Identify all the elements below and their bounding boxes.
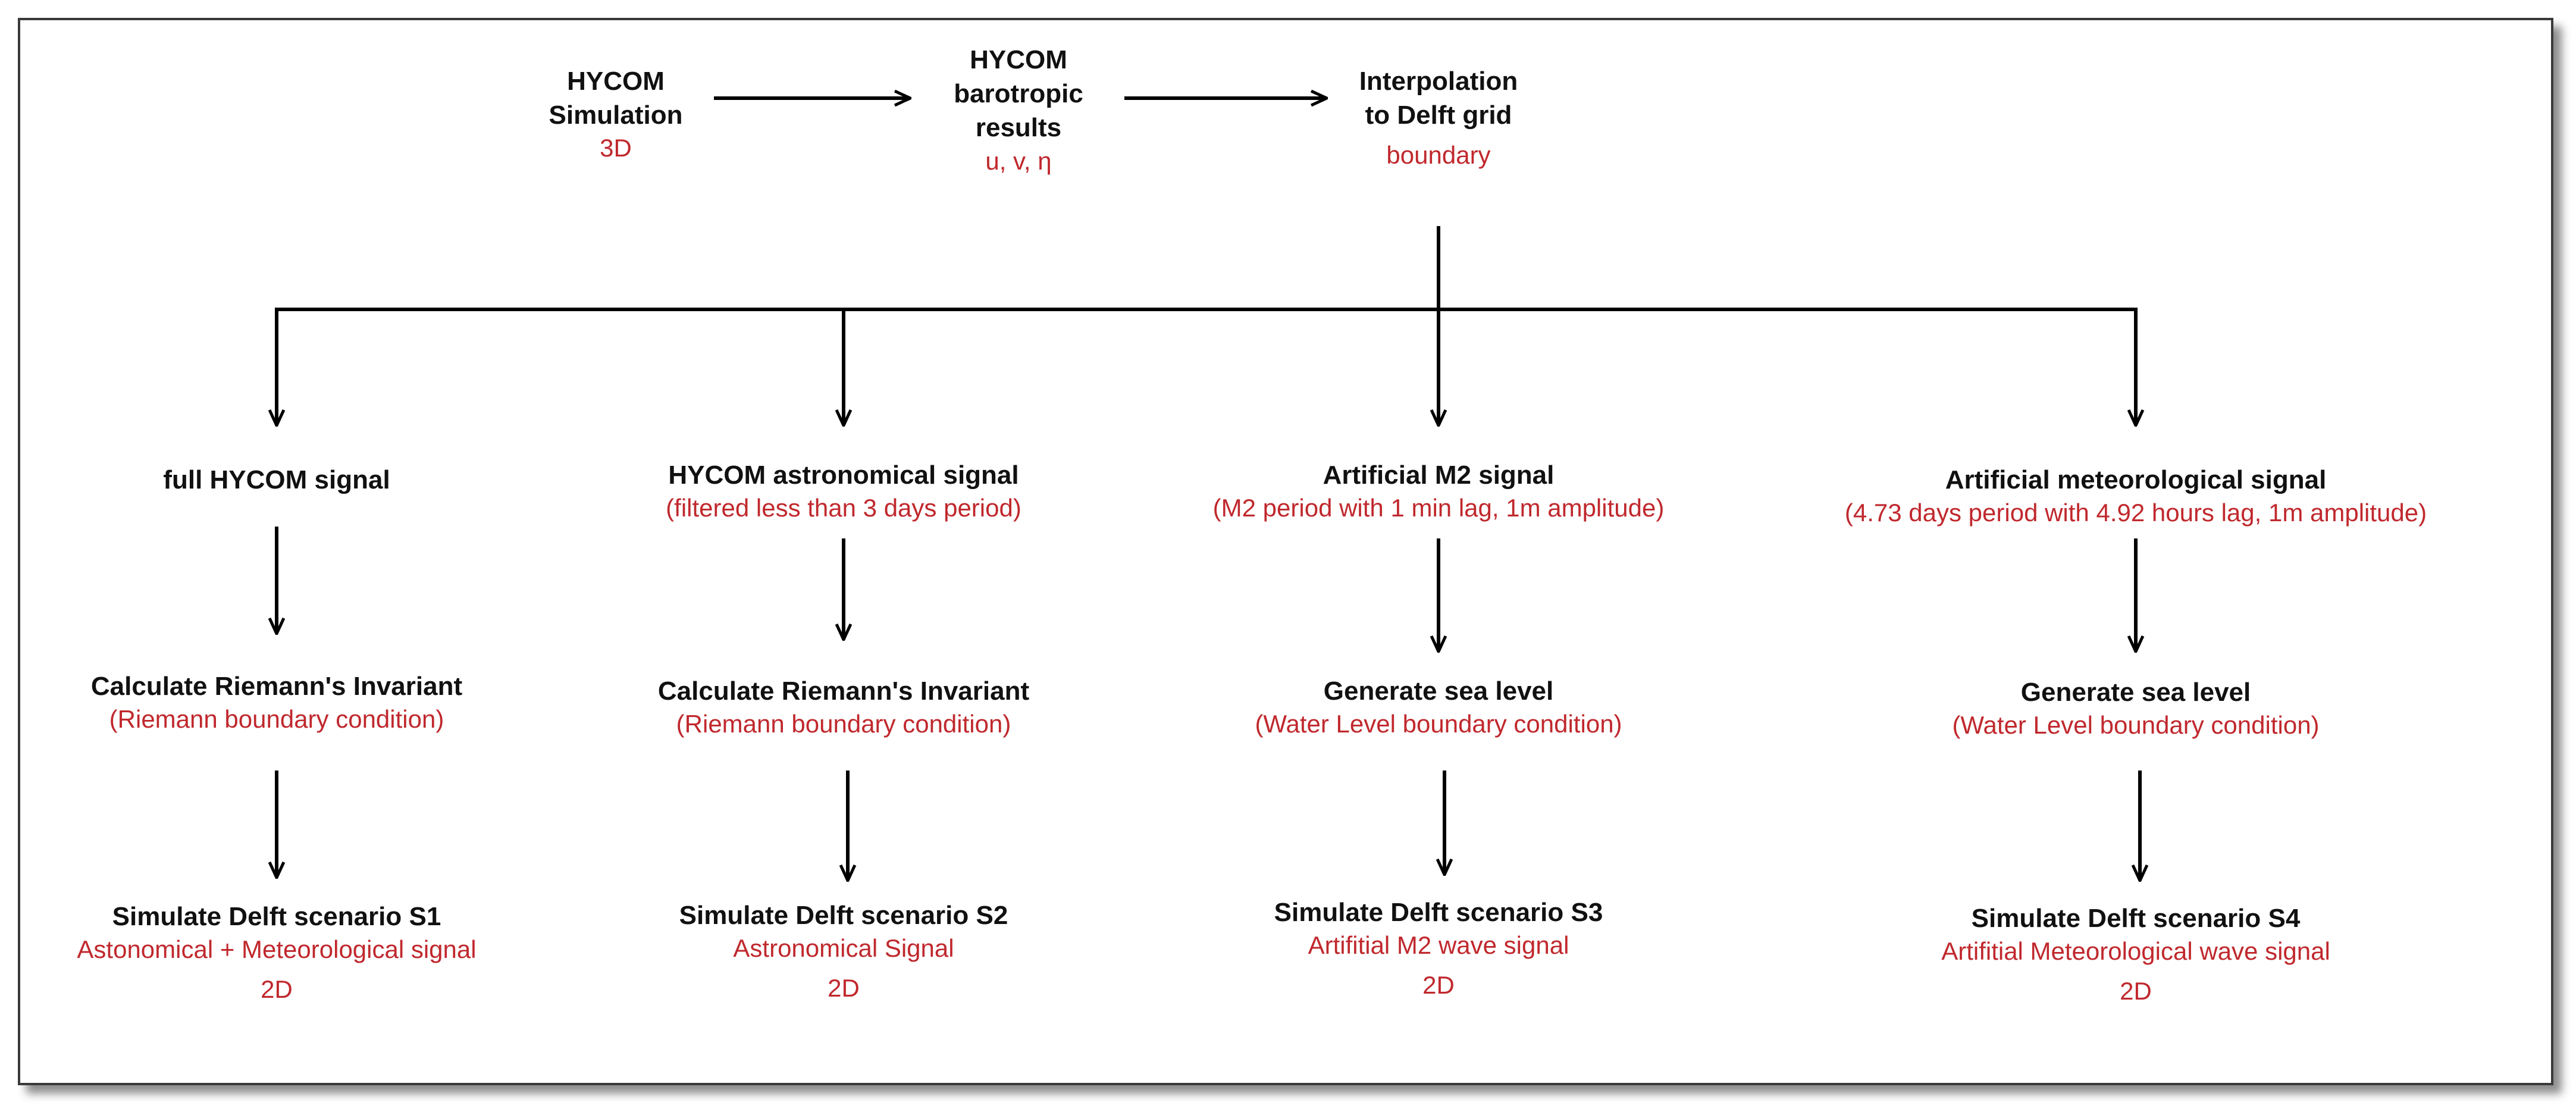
- node-signal-s2: HYCOM astronomical signal (filtered less…: [666, 458, 1021, 525]
- node-scenario-s2-title: Simulate Delft scenario S2: [679, 901, 1008, 930]
- node-hycom-simulation-line2: Simulation: [549, 101, 683, 130]
- node-hycom-barotropic: HYCOM barotropic results u, v, η: [954, 43, 1083, 177]
- node-scenario-s2-sub: Astronomical Signal: [733, 934, 954, 963]
- node-signal-s1: full HYCOM signal: [163, 463, 390, 497]
- branch-bar: [275, 308, 2138, 425]
- node-scenario-s3-sub: Artifitial M2 wave signal: [1308, 931, 1569, 960]
- node-scenario-s4-title: Simulate Delft scenario S4: [1971, 904, 2301, 933]
- node-process-s3-sub: (Water Level boundary condition): [1255, 710, 1622, 738]
- node-hycom-simulation-line1: HYCOM: [567, 67, 665, 96]
- node-hycom-barotropic-line2: barotropic: [954, 79, 1083, 109]
- node-scenario-s3-dim: 2D: [1422, 970, 1455, 999]
- node-scenario-s1-dim: 2D: [261, 975, 293, 1003]
- node-signal-s3-sub: (M2 period with 1 min lag, 1m amplitude): [1212, 494, 1665, 522]
- node-process-s2-title: Calculate Riemann's Invariant: [657, 676, 1030, 706]
- node-hycom-barotropic-line3: results: [975, 113, 1062, 143]
- node-signal-s2-sub: (filtered less than 3 days period): [666, 494, 1021, 522]
- node-process-s2: Calculate Riemann's Invariant (Riemann b…: [658, 674, 1029, 741]
- node-scenario-s1: Simulate Delft scenario S1 Astonomical +…: [77, 900, 476, 1006]
- node-scenario-s1-sub: Astonomical + Meteorological signal: [77, 935, 477, 964]
- node-process-s3-title: Generate sea level: [1323, 676, 1554, 706]
- node-interpolation-line2: to Delft grid: [1365, 101, 1512, 130]
- node-process-s1: Calculate Riemann's Invariant (Riemann b…: [91, 669, 462, 736]
- node-process-s1-sub: (Riemann boundary condition): [109, 705, 444, 734]
- node-scenario-s1-title: Simulate Delft scenario S1: [112, 902, 441, 931]
- node-signal-s3-title: Artificial M2 signal: [1323, 461, 1555, 490]
- node-scenario-s4-sub: Artifitial Meteorological wave signal: [1941, 937, 2330, 966]
- node-signal-s4-sub: (4.73 days period with 4.92 hours lag, 1…: [1844, 499, 2427, 527]
- node-hycom-barotropic-line1: HYCOM: [970, 45, 1067, 74]
- node-hycom-simulation: HYCOM Simulation 3D: [549, 64, 683, 165]
- node-process-s4-title: Generate sea level: [2020, 678, 2251, 707]
- node-scenario-s4-dim: 2D: [2120, 976, 2152, 1005]
- node-signal-s4: Artificial meteorological signal (4.73 d…: [1845, 463, 2427, 530]
- node-process-s2-sub: (Riemann boundary condition): [676, 710, 1011, 738]
- node-signal-s2-title: HYCOM astronomical signal: [668, 461, 1019, 490]
- node-scenario-s3: Simulate Delft scenario S3 Artifitial M2…: [1274, 895, 1603, 1001]
- node-process-s1-title: Calculate Riemann's Invariant: [90, 672, 463, 701]
- node-signal-s3: Artificial M2 signal (M2 period with 1 m…: [1213, 458, 1665, 525]
- node-signal-s4-title: Artificial meteorological signal: [1945, 465, 2327, 494]
- node-hycom-barotropic-sub: u, v, η: [985, 146, 1052, 175]
- node-signal-s1-title: full HYCOM signal: [163, 465, 390, 494]
- node-scenario-s4: Simulate Delft scenario S4 Artifitial Me…: [1941, 901, 2330, 1007]
- node-interpolation: Interpolation to Delft grid boundary: [1359, 64, 1518, 172]
- node-process-s3: Generate sea level (Water Level boundary…: [1255, 674, 1622, 741]
- node-scenario-s2-dim: 2D: [828, 973, 860, 1002]
- node-process-s4-sub: (Water Level boundary condition): [1952, 711, 2320, 740]
- node-hycom-simulation-sub: 3D: [600, 134, 632, 162]
- diagram-frame: [18, 18, 2553, 1085]
- node-interpolation-sub: boundary: [1386, 141, 1491, 170]
- node-interpolation-line1: Interpolation: [1359, 67, 1518, 96]
- node-process-s4: Generate sea level (Water Level boundary…: [1952, 675, 2319, 742]
- node-scenario-s3-title: Simulate Delft scenario S3: [1274, 898, 1603, 927]
- node-scenario-s2: Simulate Delft scenario S2 Astronomical …: [679, 898, 1008, 1004]
